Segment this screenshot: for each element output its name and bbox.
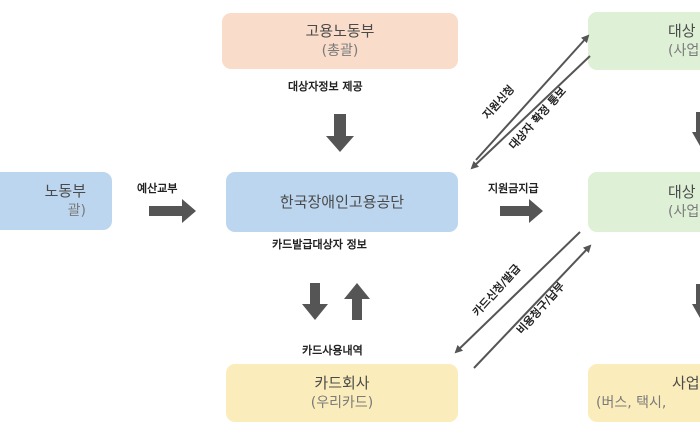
target-top-box: 대상 (사업 <box>588 12 700 70</box>
card-company-title: 카드회사 <box>314 374 370 392</box>
arrow-right-budget <box>149 199 196 223</box>
arrow-card-apply <box>454 231 581 354</box>
card-company-box: 카드회사 (우리카드) <box>226 364 458 422</box>
business-sub: (버스, 택시, <box>596 395 667 411</box>
card-usage-label: 카드사용내역 <box>302 344 363 357</box>
target-top-sub: (사업 <box>668 43 700 59</box>
arrow-confirm-notice <box>470 55 591 170</box>
arrow-down-target-mid <box>692 284 700 318</box>
kead-title: 한국장애인고용공단 <box>279 193 405 211</box>
moel-headquarters-sub: (총괄) <box>321 43 359 59</box>
arrow-right-subsidy <box>500 199 543 223</box>
arrow-apply-support <box>475 34 590 161</box>
target-info-label: 대상자정보 제공 <box>288 80 363 93</box>
card-company-sub: (우리카드) <box>310 395 374 411</box>
moel-headquarters-title: 고용노동부 <box>305 22 375 40</box>
moel-headquarters-box: 고용노동부 (총괄) <box>222 13 458 69</box>
target-mid-box: 대상 (사업 <box>588 172 700 232</box>
arrow-up-card-to-kead <box>344 283 370 320</box>
business-box: 사업 (버스, 택시, <box>588 364 700 422</box>
subsidy-payment-label: 지원금지급 <box>488 182 539 195</box>
budget-label: 예산교부 <box>137 182 178 195</box>
arrow-down-kead-to-card <box>302 283 328 320</box>
target-mid-sub: (사업 <box>668 204 700 220</box>
card-target-info-label: 카드발급대상자 정보 <box>272 238 367 251</box>
moel-left-title: 노동부 <box>44 182 86 200</box>
arrow-claim-pay <box>473 244 592 369</box>
business-title: 사업 <box>672 374 700 392</box>
target-top-title: 대상 <box>668 22 696 40</box>
target-mid-title: 대상 <box>668 183 696 201</box>
arrow-down-target-top <box>692 112 700 146</box>
kead-box: 한국장애인고용공단 <box>226 172 458 232</box>
moel-left-box: 노동부 괄) <box>0 172 112 230</box>
moel-left-sub: 괄) <box>67 203 86 219</box>
arrow-down-moel-to-kead <box>326 114 354 152</box>
